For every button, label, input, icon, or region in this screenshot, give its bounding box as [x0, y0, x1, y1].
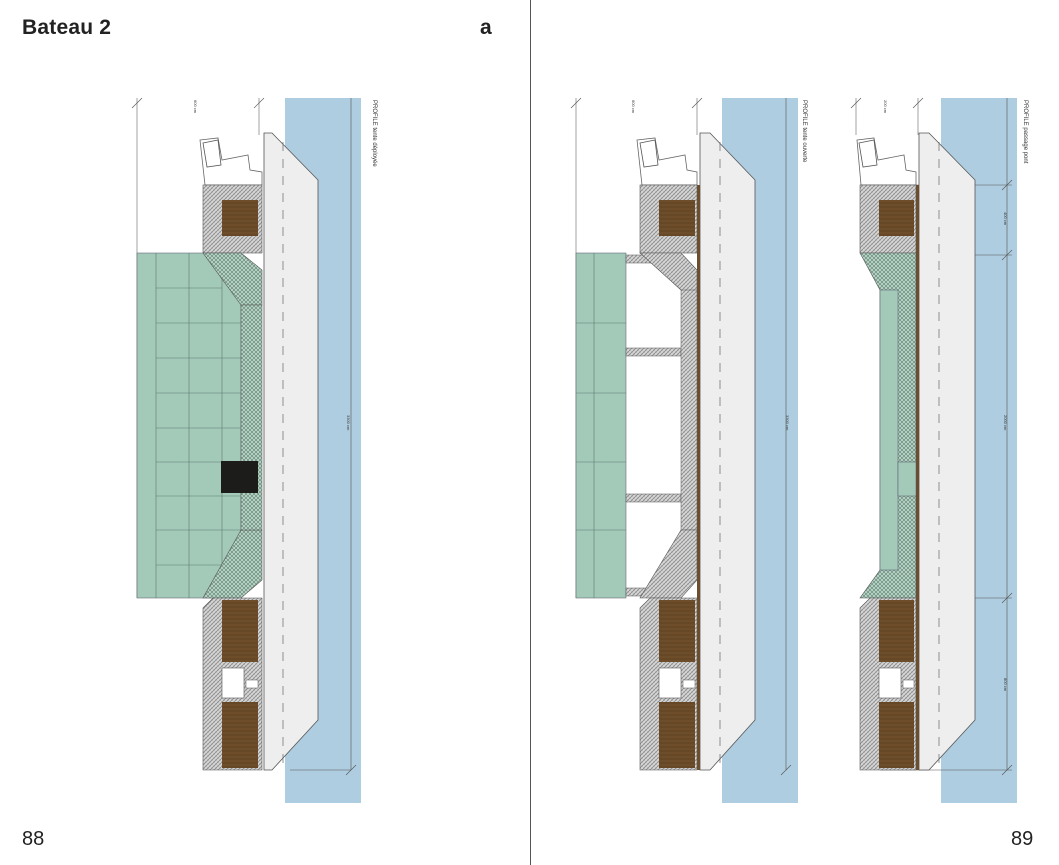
truss-arm	[625, 493, 682, 503]
page-number-left: 88	[22, 828, 45, 850]
cabin-window	[202, 139, 222, 168]
page-title: Bateau 2	[22, 16, 112, 39]
dimension-label: 2000 cm	[1003, 415, 1008, 431]
wood-panel	[222, 702, 258, 768]
truss-arm	[625, 347, 682, 357]
guide-line	[1001, 592, 1013, 604]
hull-edge-wood	[697, 185, 700, 770]
guide-line	[912, 97, 924, 109]
cabin-window-small	[682, 679, 696, 689]
wood-panel	[222, 200, 258, 236]
dimension-label: 600 cm	[193, 100, 198, 114]
dimension-label: 3300 cm	[346, 415, 351, 431]
tent-canvas	[575, 252, 627, 599]
cabin-window	[858, 139, 878, 168]
guide-line	[1001, 249, 1013, 261]
tent-inner-panel	[897, 461, 917, 497]
guide-line	[850, 97, 862, 109]
hull-deck	[263, 132, 319, 771]
cabin-window	[639, 139, 659, 168]
wood-panel	[659, 600, 695, 662]
cabin-window	[658, 667, 682, 699]
side-wall-upper	[639, 252, 698, 306]
boat-drawing-2: PROFILE tente ouverte 600 cm 3300 cm	[570, 97, 807, 803]
tent-inner	[879, 289, 899, 571]
guide-line	[570, 97, 582, 109]
wood-panel	[879, 200, 914, 236]
dimension-label: 800 cm	[1003, 678, 1008, 692]
cabin-window	[221, 667, 245, 699]
door-dark-panel	[221, 461, 258, 493]
tent-grid	[576, 253, 626, 598]
wood-panel	[659, 702, 695, 768]
guide-line	[780, 764, 792, 776]
hull-deck	[918, 132, 976, 771]
wood-panel	[222, 600, 258, 662]
profile-label: PROFILE tente ouverte	[801, 100, 807, 163]
tent-side-strip	[240, 304, 263, 531]
hull-edge-wood	[916, 185, 919, 770]
guide-line	[1001, 764, 1013, 776]
dimension-label: 200 cm	[883, 100, 888, 114]
hull-deck	[699, 132, 756, 771]
side-wall	[680, 289, 698, 531]
wood-panel	[879, 600, 914, 662]
guide-line	[253, 97, 265, 109]
dimension-label: 600 cm	[631, 100, 636, 114]
side-wall-lower	[639, 529, 698, 599]
guide-line	[131, 97, 143, 109]
cabin-window-small	[245, 679, 259, 689]
profile-label: PROFILE tente déployée	[371, 100, 377, 167]
guide-line	[691, 97, 703, 109]
cabin-window-small	[902, 679, 915, 689]
page-number-right: 89	[1011, 828, 1034, 850]
cabin-window	[878, 667, 902, 699]
tent-side-upper	[202, 252, 263, 306]
dimension-label: 3300 cm	[785, 415, 790, 431]
variant-letter: a	[480, 16, 492, 39]
profile-label: PROFILE passage pont	[1022, 100, 1028, 164]
dimension-label: 400 cm	[1003, 212, 1008, 226]
guide-line	[1001, 179, 1013, 191]
wood-panel	[879, 702, 914, 768]
page-gutter	[530, 0, 531, 865]
tent-grid	[155, 253, 241, 598]
boat-drawing-1: PROFILE tente déployée 600 cm 3300 cm	[131, 97, 377, 803]
wood-panel	[659, 200, 695, 236]
boat-drawing-3: PROFILE passage pont 200 cm 400 cm 2000 …	[850, 97, 1028, 803]
